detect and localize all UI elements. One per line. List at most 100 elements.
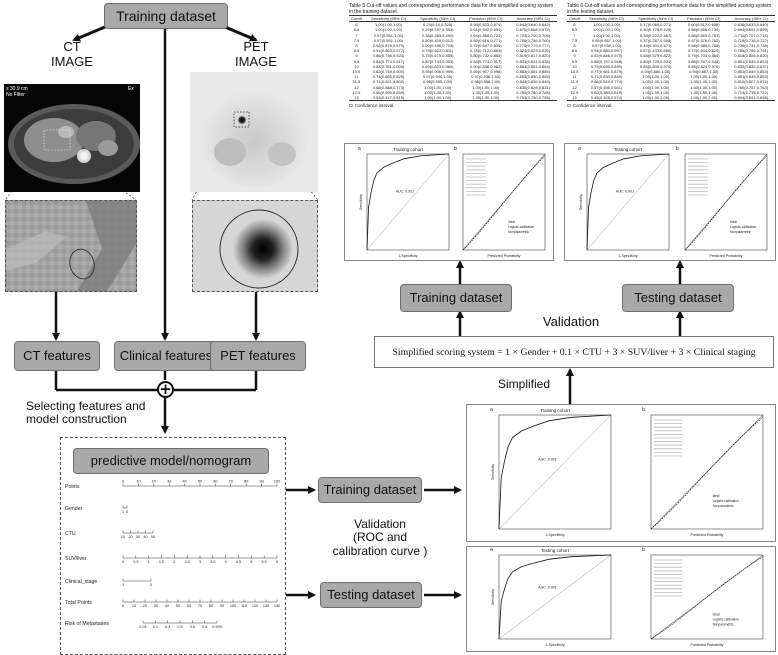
roc-auc-label: AUC: 0.921 [396, 189, 415, 193]
table-cell: 0.753(0.750,0.755) [509, 95, 557, 102]
roc-frame [366, 153, 450, 251]
table-cell: 0.810(0.807,0.812) [734, 79, 769, 85]
calibration-legend-item: Ideal [713, 494, 720, 498]
table-cell: 1.00(1.00,1.00) [690, 74, 718, 80]
table5-header-3: Precision (95% CI) [462, 14, 510, 23]
table6-caption: Table 6 Cut-off values and corresponding… [567, 3, 772, 15]
table-cell: 0.97(0.944,1.00) [423, 74, 453, 80]
table5-header-2: Specificity (95% CI) [413, 14, 463, 23]
table-cell: 9 [355, 53, 358, 59]
table-cell: 0.711(0.707,0.714) [734, 32, 768, 38]
ct-overlay-text-c: Ex [128, 86, 134, 92]
panel-letter: b [676, 146, 679, 152]
table6-note: CI Confidence interval. [567, 103, 613, 109]
validation-roc-label: Validation (ROC and calibration curve ) [332, 517, 428, 558]
panel-letter: b [642, 547, 645, 553]
nomogram-row-label: Total Points [65, 600, 92, 606]
table-cell: 0.45(0.301,0.571) [639, 43, 672, 49]
table-cell: 1.00(1.00,1.00) [462, 95, 510, 102]
pet-zoom-panel [192, 200, 318, 292]
ct-scan-image: s 30.9 cm No Filter Ex [4, 84, 140, 192]
roc-curve [498, 414, 612, 530]
points-tick-label: 100 [274, 480, 280, 484]
roc-ylabel: Sensitivity [359, 194, 363, 210]
roc-ylabel: Sensitivity [491, 589, 495, 605]
points-tick-label: 50 [198, 480, 202, 484]
calibration-legend-item: Logistic calibration [508, 225, 534, 229]
risk-tick-label: 0.1 [153, 625, 158, 629]
total-points-tick-label: 80 [209, 604, 213, 608]
table-cell: 0.72(0.647,0.809) [470, 43, 502, 49]
pet-image-label: PET IMAGE [235, 39, 277, 69]
table-cell: 12.5 [570, 89, 579, 95]
table-cell: 0.61(0.542,0.694) [470, 27, 502, 33]
panel-letter: a [490, 407, 493, 413]
risk-tick-label: 0.6 [190, 625, 195, 629]
testing-dataset-mid-box: Testing dataset [320, 582, 422, 608]
suv-tick-label: 3 [199, 560, 201, 564]
table-cell: 0.760(0.757,0.763) [734, 84, 769, 90]
table6-header-4: Accuracy (95% CI) [727, 14, 775, 23]
table-cell: 0.75(0.675,0.855) [421, 53, 454, 59]
points-tick-label: 90 [259, 480, 263, 484]
table-cell: 1.00(1.00,1.00) [680, 95, 728, 102]
table6: Table 6 Cut-off values and corresponding… [567, 3, 775, 139]
calibration-legend-item: Ideal [730, 220, 737, 224]
calibration-curve [462, 155, 546, 251]
table-cell: 0.69(0.616,0.771) [470, 37, 502, 43]
table5: Table 5 Cut-off values and corresponding… [349, 3, 557, 139]
table-cell: 1.00(1.00,1.00) [413, 95, 463, 102]
table-cell: 1.00(1.00,1.00) [592, 27, 621, 33]
roc-curve [366, 153, 450, 251]
table-cell: 0.23(0.14,0.325) [423, 22, 453, 28]
calibration-xlabel: Predicted Probability [691, 533, 724, 537]
table-cell: 0.883(0.881,0.886) [516, 69, 551, 75]
points-tick-label: 70 [229, 480, 233, 484]
table-cell: 0.67(0.576,0.762) [688, 37, 720, 43]
clinical-features-box: Clinical features [114, 341, 218, 371]
table-cell: 1.00(1.00,1.00) [592, 22, 621, 28]
training-dataset-top-box: Training dataset [104, 3, 228, 29]
table-cell: 0.835(0.832,0.837) [734, 63, 769, 69]
roc-title: Training cohort [393, 147, 424, 152]
calibration-frame [650, 554, 764, 640]
calibration-legend-item: Nonparametric [713, 622, 734, 626]
suv-tick-label: 5 [250, 560, 252, 564]
table-cell: 11.5 [352, 79, 361, 85]
table-cell: 1.00(1.00,1.00) [631, 95, 681, 102]
table-cell: 0.97(0.951,1.00) [373, 32, 404, 38]
table-cell: 0.92(0.876,0.970) [372, 43, 405, 49]
table-cell: 0.94(0.887,1.00) [689, 69, 719, 75]
table-cell: 0.95(0.907,0.998) [470, 69, 502, 75]
table-cell: 0.45(0.328,0.574) [581, 95, 632, 102]
table-cell: 0.94(0.880,0.997) [590, 48, 623, 54]
table-cell: 0.84(0.773,0.917) [470, 58, 502, 64]
table-cell: 0.66(0.556,0.739) [688, 27, 720, 33]
table5-caption: Table 5 Cut-off values and corresponding… [349, 3, 554, 15]
training-dataset-right-label: Training dataset [409, 290, 503, 306]
roc-xlabel: 1-Specificity [398, 254, 418, 258]
roc-frame [586, 153, 670, 251]
roc-ylabel: Sensitivity [579, 194, 583, 210]
table-cell: 1.00(1.00,1.00) [690, 89, 718, 95]
predictive-model-label: predictive model/nomogram [90, 453, 252, 469]
table-cell: 0.830(0.828,0.831) [516, 84, 551, 90]
table-cell: 0.736(0.731,0.738) [734, 43, 769, 49]
ctu-tick-label: 30 [136, 535, 140, 539]
table-cell: 11 [572, 74, 577, 80]
ct-zoom-panel [5, 200, 137, 292]
table-cell: 0.30(0.178,0.425) [639, 27, 672, 33]
stage-tick-label: 0 [150, 583, 152, 587]
table-cell: 0.78(0.712,0.863) [470, 48, 502, 54]
total-points-tick-label: 20 [143, 604, 147, 608]
